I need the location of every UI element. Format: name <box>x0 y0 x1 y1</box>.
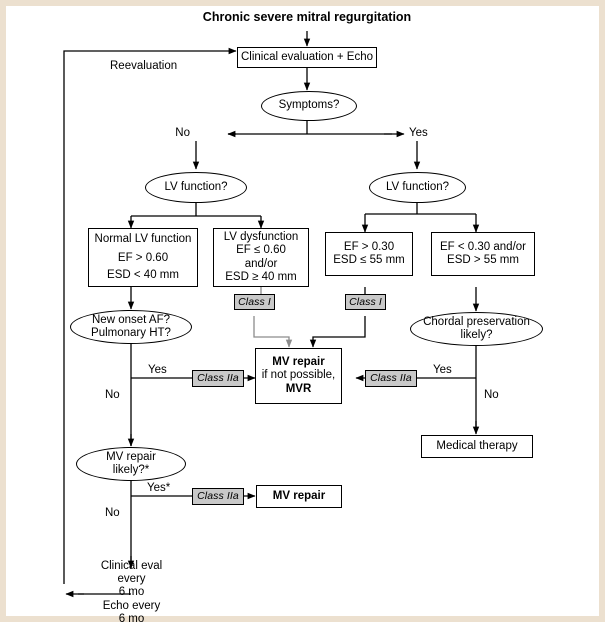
figure-title: Chronic severe mitral regurgitation <box>202 10 412 24</box>
edge-label-symptoms-yes: Yes <box>409 127 428 139</box>
edge-label-repair-likely-yes: Yes* <box>147 482 171 494</box>
badge-label: Class I <box>349 295 382 308</box>
frame-border-right <box>599 0 605 622</box>
node-medical-therapy[interactable]: Medical therapy <box>421 435 533 458</box>
badge-class-iia-bottom: Class IIa <box>192 488 244 505</box>
badge-label: Class I <box>238 295 271 308</box>
frame-border-left <box>0 0 6 622</box>
node-mv-repair-mvr[interactable]: MV repair if not possible, MVR <box>255 348 342 404</box>
badge-class-iia-left: Class IIa <box>192 370 244 387</box>
node-mv-repair[interactable]: MV repair <box>256 485 342 508</box>
node-label-line3: ESD < 40 mm <box>107 268 179 281</box>
edge-label-chordal-no: No <box>484 389 499 401</box>
node-lv-dysfunction[interactable]: LV dysfunction EF ≤ 0.60 and/or ESD ≥ 40… <box>213 228 309 287</box>
node-label-line5: 6 mo <box>118 613 145 622</box>
badge-label: Class IIa <box>197 372 239 385</box>
node-new-onset-af[interactable]: New onset AF? Pulmonary HT? <box>70 310 192 344</box>
node-label-line2: Pulmonary HT? <box>91 327 171 339</box>
node-label: Medical therapy <box>436 439 518 452</box>
node-mv-repair-likely[interactable]: MV repair likely?* <box>76 447 186 481</box>
node-label-line3: MVR <box>285 382 312 395</box>
node-followup-schedule: Clinical eval every 6 mo Echo every 6 mo <box>79 560 184 622</box>
node-label: Clinical evaluation + Echo <box>240 50 373 63</box>
node-label: MV repair <box>272 489 326 502</box>
node-label-line4: ESD ≥ 40 mm <box>225 270 297 283</box>
node-label-line1: EF < 0.30 and/or <box>440 240 526 253</box>
node-label-line1: MV repair <box>106 450 156 463</box>
node-lv-function-right[interactable]: LV function? <box>369 172 466 203</box>
node-ef-lt-030[interactable]: EF < 0.30 and/or ESD > 55 mm <box>431 232 535 276</box>
badge-label: Class IIa <box>370 372 412 385</box>
node-label-line2: ESD ≤ 55 mm <box>333 254 405 266</box>
node-label-line2: if not possible, <box>261 369 336 382</box>
node-label-line2: EF ≤ 0.60 <box>236 244 286 257</box>
edge-label-chordal-yes: Yes <box>433 364 452 376</box>
edge-label-reevaluation: Reevaluation <box>110 60 178 72</box>
edge-label-new-onset-yes: Yes <box>148 364 167 376</box>
node-label-line2: every <box>117 573 146 586</box>
badge-label: Class IIa <box>197 490 239 503</box>
node-label-line1: MV repair <box>272 356 325 368</box>
frame-border-top <box>0 0 605 6</box>
node-clinical-evaluation[interactable]: Clinical evaluation + Echo <box>237 47 377 68</box>
node-lv-function-left[interactable]: LV function? <box>145 172 247 203</box>
node-normal-lv-function[interactable]: Normal LV function EF > 0.60 ESD < 40 mm <box>88 228 198 287</box>
node-label-line1: LV dysfunction <box>223 230 299 243</box>
edge-label-repair-likely-no: No <box>105 507 120 519</box>
node-label-line2: ESD > 55 mm <box>447 254 519 266</box>
node-label: LV function? <box>385 180 450 193</box>
node-label-line2: EF > 0.60 <box>117 252 169 265</box>
node-symptoms[interactable]: Symptoms? <box>261 91 357 121</box>
node-chordal-preservation[interactable]: Chordal preservation likely? <box>410 312 543 346</box>
edge-label-new-onset-no: No <box>105 389 120 401</box>
node-label-line1: Normal LV function <box>94 233 192 245</box>
node-label-line3: and/or <box>244 257 278 270</box>
frame-border-bottom <box>0 616 605 622</box>
flowchart: Chronic severe mitral regurgitation Clin… <box>6 6 599 622</box>
node-label-line2: likely? <box>460 329 493 341</box>
badge-class-iia-right: Class IIa <box>365 370 417 387</box>
node-label: LV function? <box>164 180 228 193</box>
node-label-line1: Chordal preservation <box>423 315 530 328</box>
badge-class-i-right: Class I <box>345 294 386 310</box>
node-label-line1: Clinical eval <box>100 559 163 572</box>
node-label: Symptoms? <box>278 99 340 112</box>
node-label-line2: likely?* <box>112 464 150 476</box>
edge-label-symptoms-no: No <box>175 127 190 139</box>
node-label-line3: 6 mo <box>118 586 145 599</box>
node-label-line1: New onset AF? <box>92 313 170 326</box>
badge-class-i-left: Class I <box>234 294 275 310</box>
node-ef-gt-030[interactable]: EF > 0.30 ESD ≤ 55 mm <box>325 232 413 276</box>
node-label-line4: Echo every <box>102 599 161 612</box>
node-label-line1: EF > 0.30 <box>343 240 395 253</box>
